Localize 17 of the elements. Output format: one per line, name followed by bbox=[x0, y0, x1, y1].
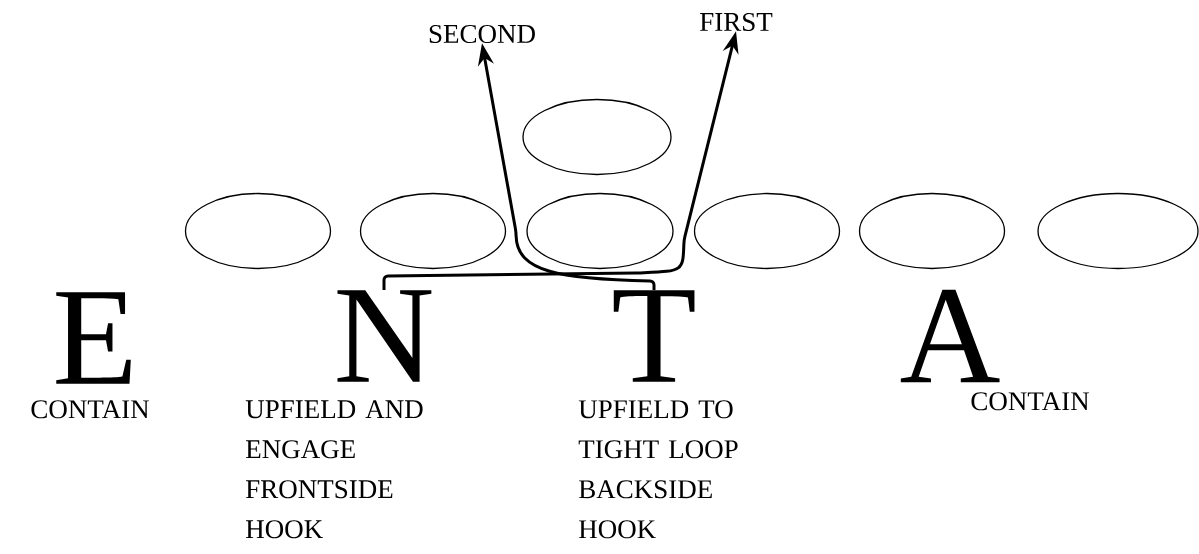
target-label: SECOND bbox=[429, 24, 535, 44]
player-ellipse bbox=[184, 192, 332, 270]
player-letter: N bbox=[337, 290, 432, 382]
player-ellipse bbox=[526, 192, 674, 270]
player-letter: E bbox=[56, 292, 131, 384]
assignment-text: UPFIELD TO TIGHT LOOP BACKSIDE HOOK bbox=[578, 400, 738, 539]
player-letter: T bbox=[613, 290, 695, 382]
player-ellipse bbox=[858, 192, 1006, 270]
assignment-text: UPFIELD AND ENGAGE FRONTSIDE HOOK bbox=[245, 400, 423, 539]
player-ellipse bbox=[1037, 192, 1199, 270]
player-ellipse bbox=[522, 98, 672, 176]
assignment-text: CONTAIN bbox=[31, 400, 150, 419]
player-letter: A bbox=[900, 289, 1000, 383]
target-label: FIRST bbox=[700, 12, 773, 32]
assignment-text: CONTAIN bbox=[971, 392, 1090, 411]
player-ellipse bbox=[359, 192, 507, 270]
player-ellipse bbox=[693, 192, 841, 270]
